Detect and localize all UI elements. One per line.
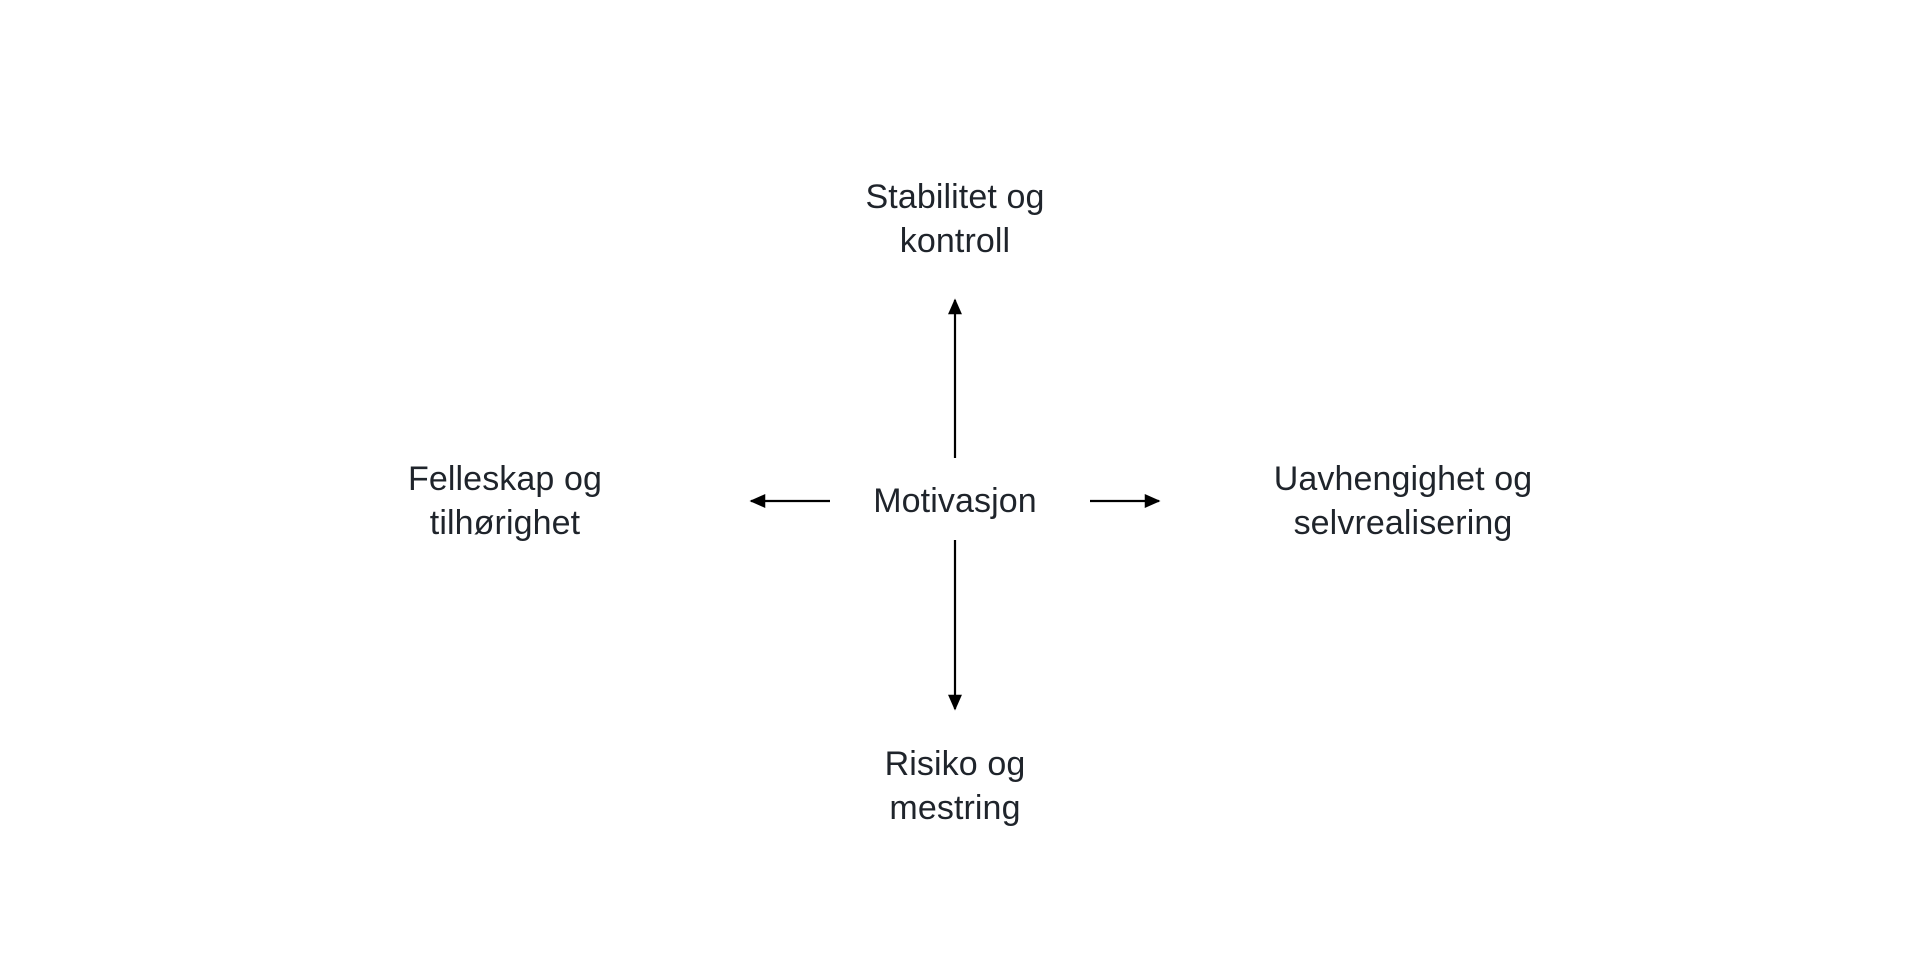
node-label-stabilitet-og-kontroll: Stabilitet og kontroll bbox=[865, 178, 1045, 260]
node-label-felleskap-og-tilhorighet: Felleskap og tilhørighet bbox=[408, 460, 602, 542]
node-label-motivasjon: Motivasjon bbox=[873, 482, 1037, 520]
node-label-uavhengighet-og-selvrealisering: Uavhengighet og selvrealisering bbox=[1273, 460, 1533, 542]
node-label-risiko-og-mestring: Risiko og mestring bbox=[884, 745, 1026, 827]
